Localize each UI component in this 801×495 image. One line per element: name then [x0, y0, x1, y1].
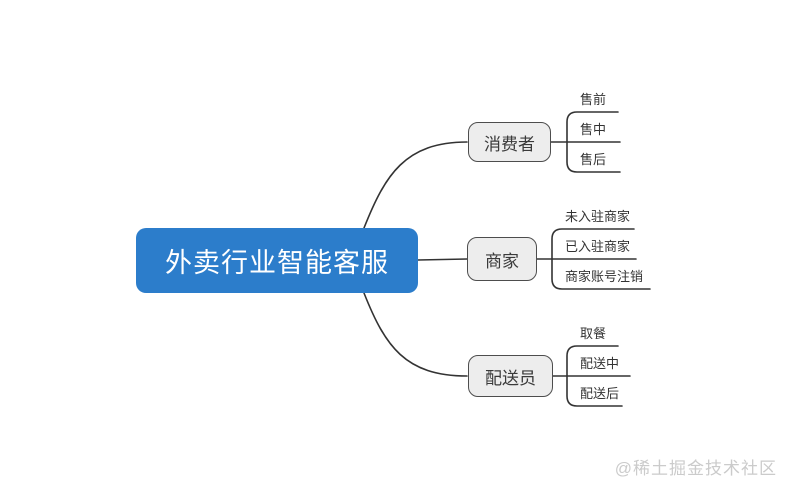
- connector-root-courier: [363, 292, 468, 377]
- connector-root-merchant: [417, 258, 468, 261]
- leaf-node-registered-merchant[interactable]: 已入驻商家: [565, 239, 631, 254]
- branch-node-consumer[interactable]: 消费者: [468, 122, 551, 162]
- watermark-juejin-community: @稀土掘金技术社区: [614, 459, 777, 478]
- leaf-node-during-sale[interactable]: 售中: [580, 122, 607, 137]
- branch-node-merchant[interactable]: 商家: [467, 237, 537, 281]
- leaf-node-presale[interactable]: 售前: [580, 92, 607, 107]
- leaf-node-pickup[interactable]: 取餐: [580, 326, 607, 341]
- leaf-node-delivering[interactable]: 配送中: [580, 356, 620, 371]
- leaf-node-after-delivery[interactable]: 配送后: [580, 386, 620, 401]
- leaf-node-unregistered-merchant[interactable]: 未入驻商家: [565, 209, 631, 224]
- leaf-node-aftersale[interactable]: 售后: [580, 152, 607, 167]
- branch-node-courier[interactable]: 配送员: [468, 355, 553, 397]
- leaf-node-account-cancellation[interactable]: 商家账号注销: [565, 269, 644, 284]
- root-node-topic[interactable]: 外卖行业智能客服: [136, 228, 418, 293]
- connector-root-consumer: [363, 141, 468, 229]
